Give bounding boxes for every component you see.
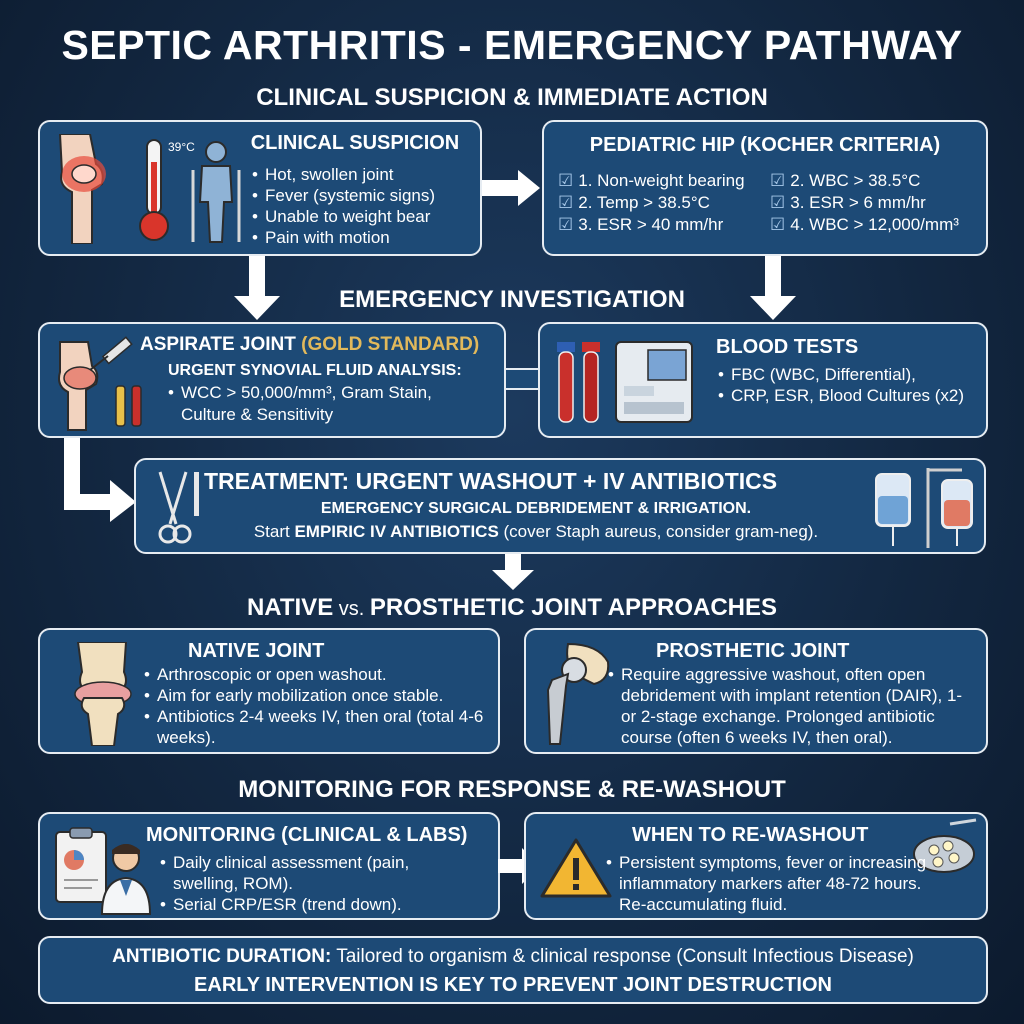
clinical-suspicion-title: CLINICAL SUSPICION [250,132,460,154]
rewashout-title: WHEN TO RE-WASHOUT [632,824,869,846]
list-item: Unable to weight bear [252,206,477,227]
temperature-label: 39°C [168,140,195,154]
list-item: CRP, ESR, Blood Cultures (x2) [718,385,988,406]
native-joint-title: NATIVE JOINT [188,640,325,662]
section-heading-monitoring: MONITORING FOR RESPONSE & RE-WASHOUT [238,776,786,803]
native-joint-box: NATIVE JOINT Arthroscopic or open washou… [38,628,500,754]
list-item: Require aggressive washout, often open d… [608,664,978,748]
doctor-icon [100,844,152,915]
section-heading-investigation: EMERGENCY INVESTIGATION [339,286,685,313]
aspirate-joint-title: ASPIRATE JOINT (GOLD STANDARD) [140,334,480,355]
thermometer-icon [139,139,169,241]
criteria-item: ☑4. WBC > 12,000/mm³ [770,215,959,234]
clipboard-chart-icon [55,827,107,903]
kocher-criteria-grid: ☑1. Non-weight bearing ☑2. WBC > 38.5°C … [558,170,982,236]
treatment-subtitle: EMERGENCY SURGICAL DEBRIDEMENT & IRRIGAT… [320,500,752,517]
aspirate-subtitle: URGENT SYNOVIAL FLUID ANALYSIS: [168,362,462,379]
criteria-item: ☑1. Non-weight bearing [558,171,745,190]
kocher-criteria-title: PEDIATRIC HIP (KOCHER CRITERIA) [589,134,941,156]
patient-crutches-icon [191,141,241,243]
list-item: Arthroscopic or open washout. [144,664,494,685]
aspirate-detail: •WCC > 50,000/mm³, Gram Stain, Culture &… [168,383,432,424]
list-item: Persistent symptoms, fever or increasing… [606,852,946,915]
section-heading-suspicion: CLINICAL SUSPICION & IMMEDIATE ACTION [256,84,768,111]
surgical-instruments-icon [158,471,199,544]
prosthetic-joint-title: PROSTHETIC JOINT [656,640,850,662]
hip-prosthesis-icon [546,642,610,745]
aspirate-joint-box: ASPIRATE JOINT (GOLD STANDARD) URGENT SY… [38,322,506,438]
criteria-item: ☑3. ESR > 6 mm/hr [770,193,926,212]
prosthetic-joint-box: PROSTHETIC JOINT Require aggressive wash… [524,628,988,754]
list-item: Fever (systemic signs) [252,185,477,206]
prosthetic-joint-list: Require aggressive washout, often open d… [608,664,978,748]
monitoring-list: Daily clinical assessment (pain, swellin… [160,852,478,915]
arrow-icon [482,170,540,206]
syringe-icon [58,336,142,431]
native-joint-list: Arthroscopic or open washout. Aim for ea… [144,664,494,748]
arrow-icon [492,554,534,590]
footer-box: ANTIBIOTIC DURATION: Tailored to organis… [38,936,988,1004]
clinical-suspicion-list: Hot, swollen joint Fever (systemic signs… [252,164,477,248]
list-item: Serial CRP/ESR (trend down). [160,894,478,915]
arrow-icon [234,256,280,320]
section-heading-approaches: NATIVE vs. PROSTHETIC JOINT APPROACHES [246,594,778,621]
antibiotic-duration-line: ANTIBIOTIC DURATION: Tailored to organis… [112,946,914,967]
knee-joint-icon [74,642,132,746]
treatment-title: TREATMENT: URGENT WASHOUT + IV ANTIBIOTI… [204,468,778,494]
treatment-antibiotics-line: Start EMPIRIC IV ANTIBIOTICS (cover Stap… [253,522,819,541]
blood-tests-box: BLOOD TESTS FBC (WBC, Differential), CRP… [538,322,988,438]
list-item: Aim for early mobilization once stable. [144,685,494,706]
list-item: Daily clinical assessment (pain, swellin… [160,852,478,894]
criteria-item: ☑2. WBC > 38.5°C [770,171,921,190]
lab-analyzer-icon [615,341,693,423]
criteria-item: ☑3. ESR > 40 mm/hr [558,215,724,234]
rewashout-box: WHEN TO RE-WASHOUT Persistent symptoms, … [524,812,988,920]
treatment-box: TREATMENT: URGENT WASHOUT + IV ANTIBIOTI… [134,458,986,554]
list-item: Hot, swollen joint [252,164,477,185]
clinical-suspicion-box: 39°C CLINICAL SUSPICION Hot, swollen joi… [38,120,482,256]
warning-icon [540,838,612,898]
monitoring-box: MONITORING (CLINICAL & LABS) Daily clini… [38,812,500,920]
list-item: Antibiotics 2-4 weeks IV, then oral (tot… [144,706,494,748]
rewashout-list: Persistent symptoms, fever or increasing… [606,852,946,915]
list-item: Pain with motion [252,227,477,248]
iv-bag-icon [875,468,973,548]
page-title: SEPTIC ARTHRITIS - EMERGENCY PATHWAY [61,22,963,68]
arrow-icon [64,438,136,522]
list-item: FBC (WBC, Differential), [718,364,988,385]
blood-tests-list: FBC (WBC, Differential), CRP, ESR, Blood… [718,364,988,406]
connector [504,368,540,390]
knee-joint-icon [58,134,106,244]
arrow-icon [750,256,796,320]
criteria-item: ☑2. Temp > 38.5°C [558,193,710,212]
blood-tests-title: BLOOD TESTS [716,336,859,358]
kocher-criteria-box: PEDIATRIC HIP (KOCHER CRITERIA) ☑1. Non-… [542,120,988,256]
monitoring-title: MONITORING (CLINICAL & LABS) [146,824,468,846]
early-intervention-banner: EARLY INTERVENTION IS KEY TO PREVENT JOI… [194,974,832,996]
blood-tube-icon [557,342,600,423]
